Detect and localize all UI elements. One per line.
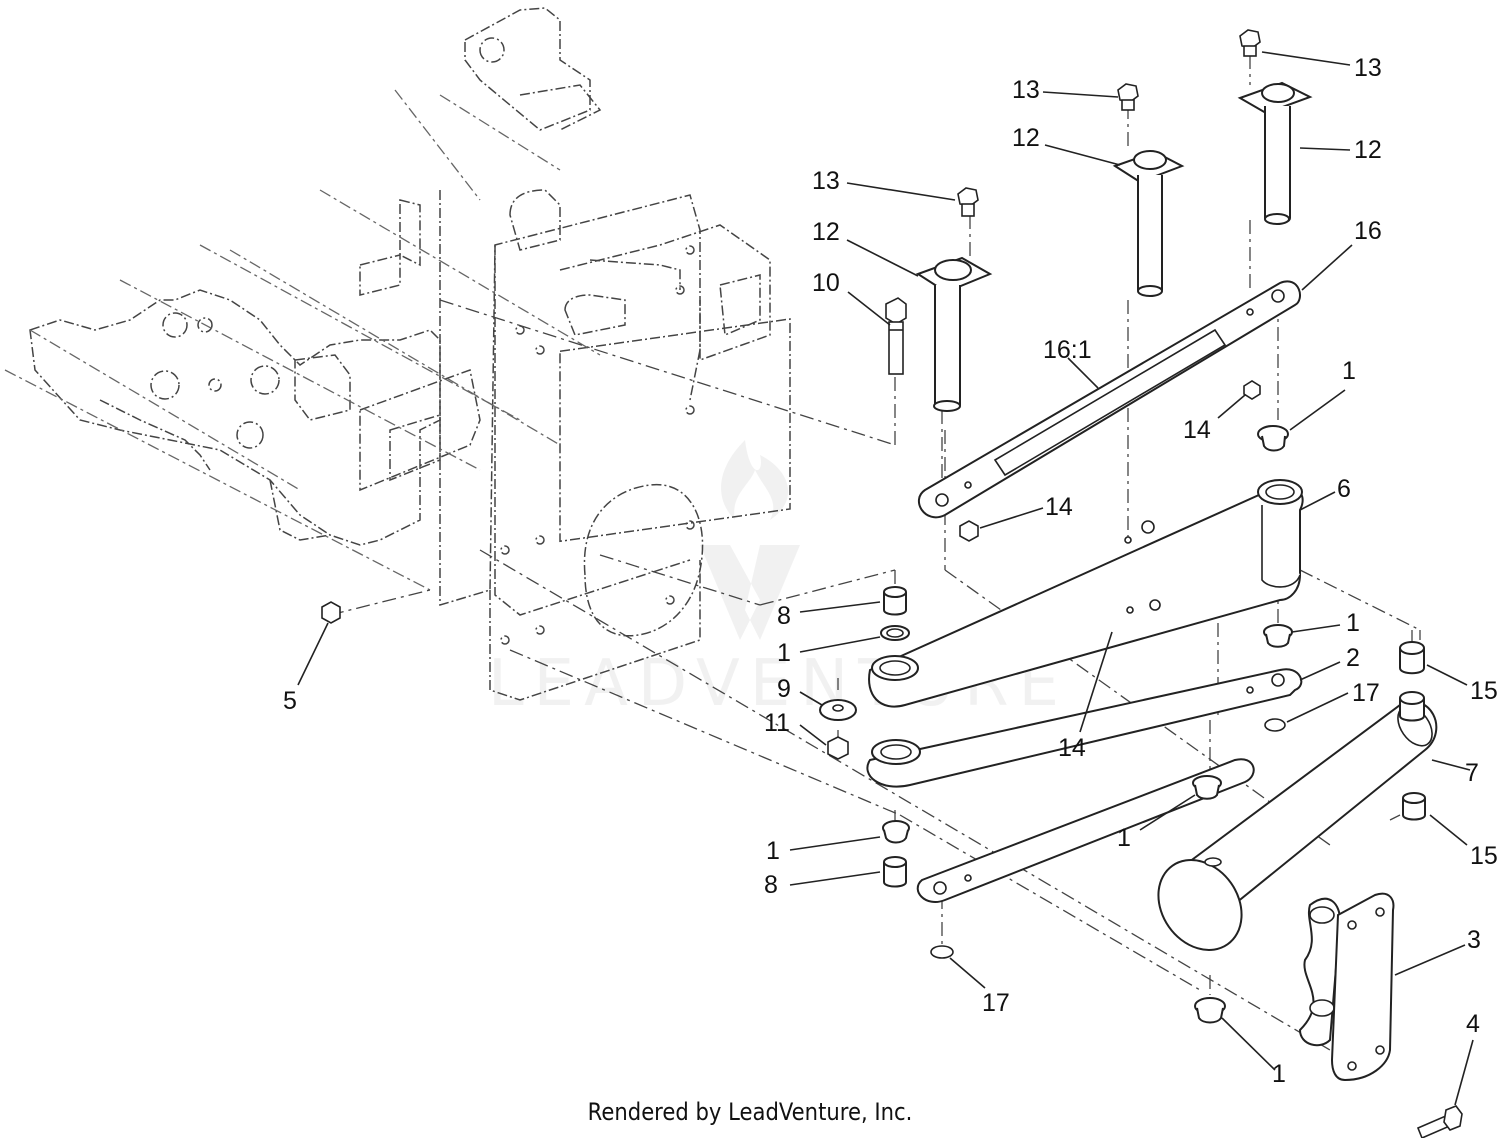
pin-12-right [1237,81,1313,225]
spacer-15-lower [1402,792,1426,821]
callout-10: 10 [812,269,840,297]
callout-9: 9 [777,675,791,703]
callout-13: 13 [812,167,840,195]
callout-7: 7 [1465,759,1479,787]
leader-lines [297,51,1474,1106]
pin-12-center [1112,150,1185,297]
bushing-1-mid-right [1263,624,1293,648]
callout-8: 8 [777,602,791,630]
callout-17: 17 [1352,679,1380,707]
callout-15: 15 [1470,842,1498,870]
frame-centerlines [4,89,1421,1051]
callout-16-1: 16:1 [1043,336,1092,364]
callout-13: 13 [1012,76,1040,104]
nut-14-upper [1243,380,1261,400]
strap-lower [916,758,1255,903]
callout-12: 12 [812,218,840,246]
pin-12-left [915,256,993,412]
callout-16: 16 [1354,217,1382,245]
spacer-8-lower [883,856,907,888]
nut-11 [827,736,849,760]
callout-14: 14 [1183,416,1211,444]
callout-1: 1 [1342,357,1356,385]
arm-2 [866,668,1303,788]
spacer-8-upper [883,586,907,616]
nut-5 [321,601,341,624]
chassis-frame [29,7,791,701]
bolt-13-left [957,187,979,217]
callout-4: 4 [1466,1010,1480,1038]
callout-8: 8 [764,871,778,899]
spacer-15-upper [1399,641,1425,722]
callout-1: 1 [1346,609,1360,637]
callout-12: 12 [1012,124,1040,152]
bracket-3 [1298,892,1395,1082]
bolt-4 [1416,1105,1463,1138]
strap-16 [918,280,1301,519]
callout-5: 5 [283,687,297,715]
callout-2: 2 [1346,644,1360,672]
clip-17-upper [1264,718,1286,732]
bushing-1-top-right [1257,425,1289,452]
callout-3: 3 [1467,926,1481,954]
callout-1: 1 [1117,824,1131,852]
cylinder-7 [1157,700,1438,951]
nut-14-left [959,520,979,542]
bolt-13-center [1117,83,1139,111]
callout-12: 12 [1354,136,1382,164]
callout-6: 6 [1337,475,1351,503]
callout-11: 11 [764,709,790,737]
bushing-1-lower-center [1192,775,1222,800]
callout-13: 13 [1354,54,1382,82]
bolt-13-right [1239,29,1261,57]
bushing-1-bottom [1194,997,1226,1024]
bolt-10 [885,297,907,375]
arm-6 [868,479,1304,708]
callout-15: 15 [1470,677,1498,705]
callout-14: 14 [1058,734,1086,762]
callouts: 13 13 12 12 13 12 16 10 16:1 1 14 6 14 8… [283,54,1498,1088]
footer-credit: Rendered by LeadVenture, Inc. [587,1098,913,1126]
callout-1: 1 [766,837,780,865]
bushing-1-lower-left [882,820,910,844]
bushing-1-upper-left [880,625,910,641]
callout-17: 17 [982,989,1010,1017]
clip-17-lower [930,945,954,959]
callout-1: 1 [777,639,791,667]
callout-14: 14 [1045,493,1073,521]
washer-9 [819,699,857,721]
assembly-centerlines [837,55,1413,995]
callout-1: 1 [1272,1060,1286,1088]
